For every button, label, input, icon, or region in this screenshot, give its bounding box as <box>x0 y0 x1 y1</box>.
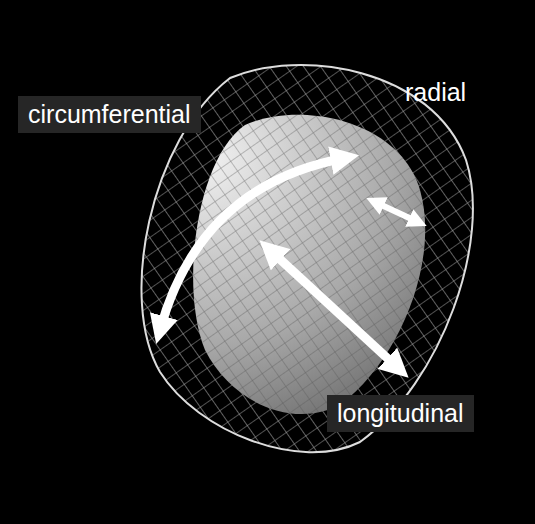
direction-label: radial <box>405 80 466 105</box>
direction-label: circumferential <box>18 96 201 133</box>
direction-label: longitudinal <box>327 395 474 432</box>
